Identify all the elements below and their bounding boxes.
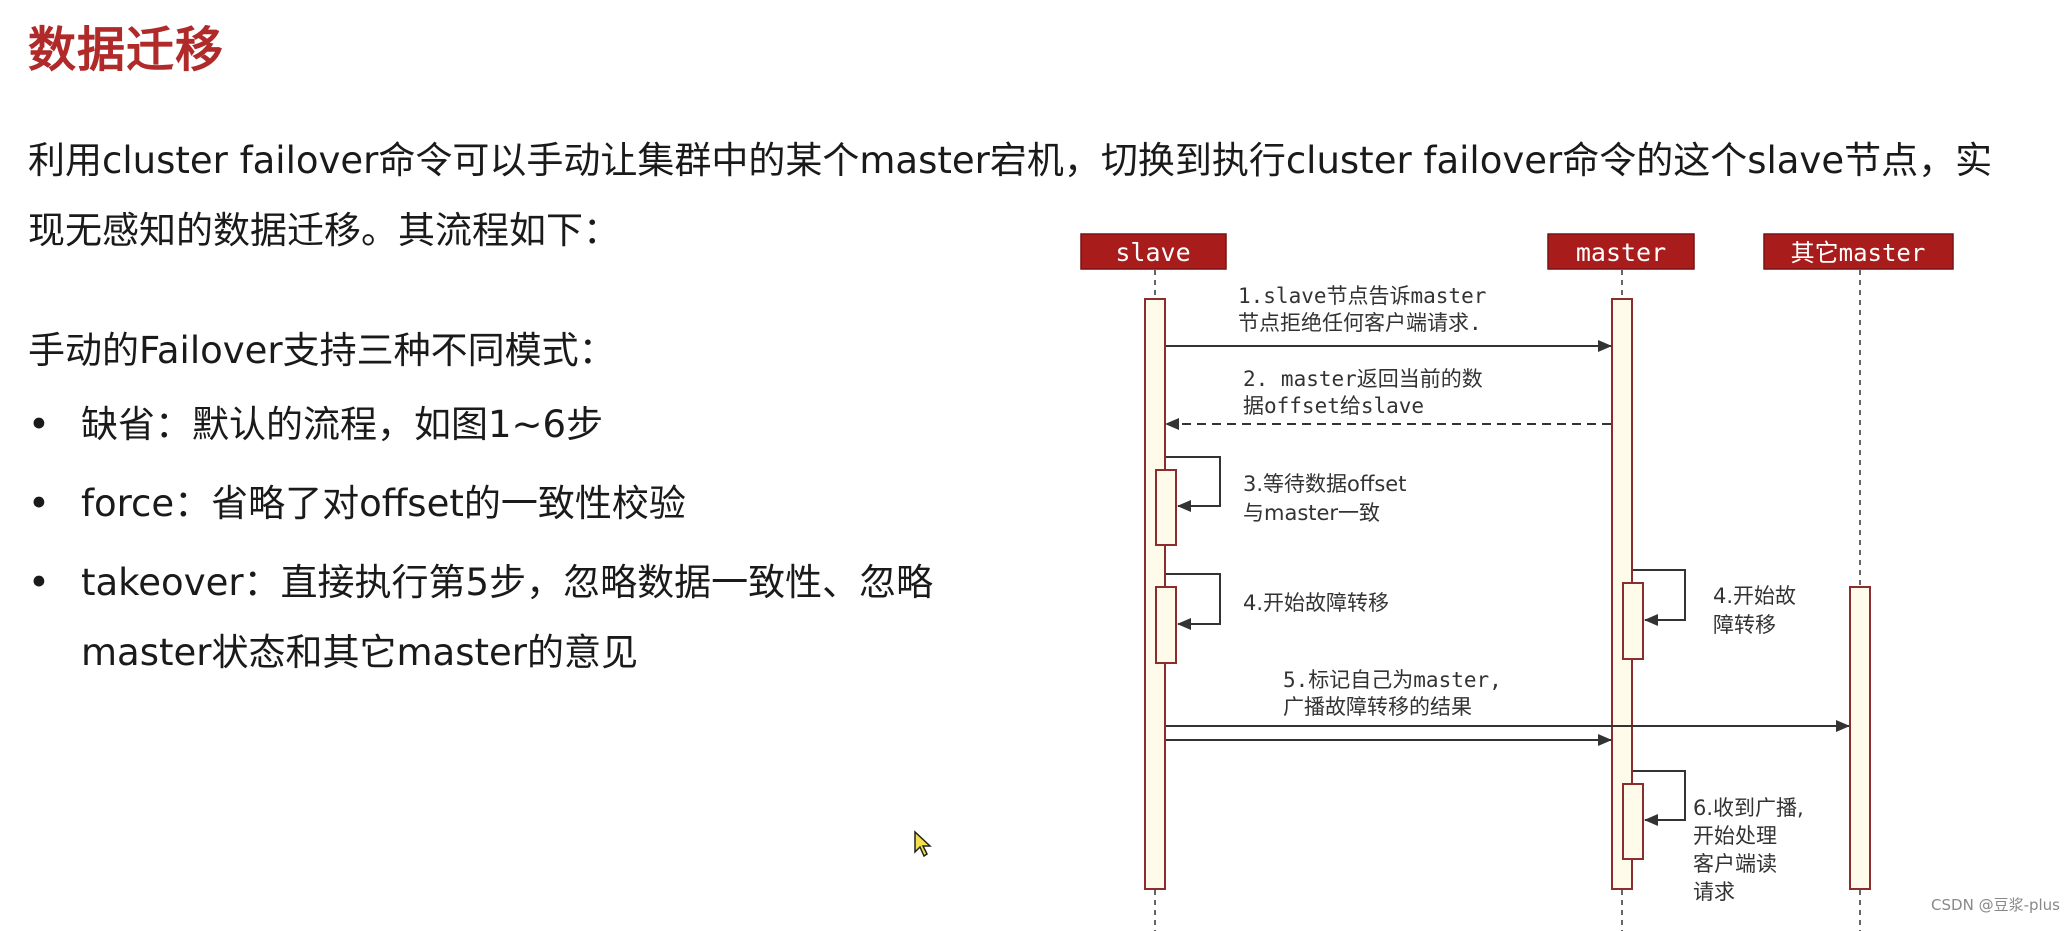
bullet-icon: •	[28, 482, 50, 525]
slave-step4-activation	[1155, 586, 1177, 664]
other-master-activation	[1849, 586, 1871, 890]
page-title: 数据迁移	[28, 22, 225, 78]
step4-master-label: 4.开始故 障转移	[1713, 584, 1803, 637]
step6-label: 6.收到广播, 开始处理 客户端读 请求	[1693, 796, 1810, 904]
step3-self-arrow	[1166, 456, 1221, 512]
step1-label: 1.slave节点告诉master 节点拒绝任何客户端请求.	[1238, 284, 1499, 335]
watermark: CSDN @豆浆-plus	[1931, 896, 2060, 914]
step3-label: 3.等待数据offset 与master一致	[1243, 472, 1413, 525]
participant-other-master-label: 其它master	[1791, 239, 1926, 267]
bullet-icon: •	[28, 403, 50, 446]
slave-step3-activation	[1155, 469, 1177, 546]
step5-label: 5.标记自己为master, 广播故障转移的结果	[1283, 668, 1514, 719]
mode-force-text: force：省略了对offset的一致性校验	[81, 482, 686, 525]
step4-master-self-arrow	[1633, 569, 1686, 626]
bullet-icon: •	[28, 561, 50, 604]
intro-paragraph: 利用cluster failover命令可以手动让集群中的某个master宕机，…	[28, 139, 1993, 252]
modes-heading: 手动的Failover支持三种不同模式：	[28, 329, 616, 372]
mode-takeover: • takeover：直接执行第5步，忽略数据一致性、忽略master状态和其它…	[28, 548, 986, 688]
step2-label: 2. master返回当前的数 据offset给slave	[1243, 367, 1495, 418]
mode-force: • force：省略了对offset的一致性校验	[28, 469, 986, 539]
mouse-cursor-icon	[914, 830, 932, 858]
master-step4-activation	[1622, 582, 1644, 660]
participant-slave-label: slave	[1115, 238, 1190, 267]
step4-slave-label: 4.开始故障转移	[1243, 591, 1389, 615]
participant-master: master	[1547, 233, 1695, 270]
participant-other-master: 其它master	[1763, 233, 1954, 270]
mode-takeover-text: takeover：直接执行第5步，忽略数据一致性、忽略master状态和其它ma…	[81, 561, 934, 674]
modes-list: • 缺省：默认的流程，如图1~6步 • force：省略了对offset的一致性…	[28, 390, 986, 697]
participant-master-label: master	[1576, 238, 1666, 267]
participant-slave: slave	[1080, 233, 1227, 270]
mode-default-text: 缺省：默认的流程，如图1~6步	[81, 403, 604, 446]
mode-default: • 缺省：默认的流程，如图1~6步	[28, 390, 986, 460]
master-step6-activation	[1622, 783, 1644, 860]
step6-self-arrow	[1633, 770, 1686, 826]
step4-slave-self-arrow	[1166, 573, 1221, 630]
